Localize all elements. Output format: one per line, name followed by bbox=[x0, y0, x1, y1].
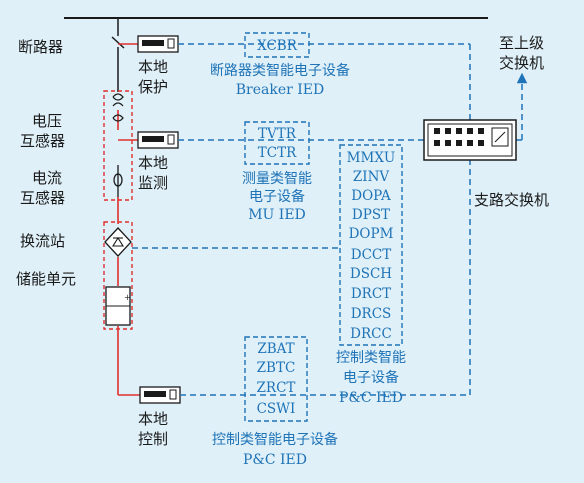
pc-ied-right-box bbox=[339, 144, 403, 346]
breaker-ied-code: XCBR bbox=[257, 38, 298, 54]
breaker-switch bbox=[111, 36, 125, 49]
mu-ied-title-cn-1: 测量类智能 bbox=[242, 171, 312, 187]
pc-ied-code: MMXU bbox=[347, 150, 396, 166]
converter-storage-box bbox=[103, 221, 133, 330]
vt-label-line1: 电压 bbox=[32, 112, 62, 130]
mu-ied-box bbox=[244, 121, 310, 165]
switch-label: 支路交换机 bbox=[474, 191, 549, 209]
pc-ied-bottom-code: CSWI bbox=[257, 401, 296, 417]
monitor-label-line1: 本地 bbox=[138, 154, 168, 172]
upper-switch-label-1: 至上级 bbox=[499, 34, 544, 52]
pc-ied-bottom-code: ZBAT bbox=[257, 341, 294, 357]
pc-ied-code: DOPM bbox=[349, 226, 394, 242]
control-label-line2: 控制 bbox=[138, 430, 168, 448]
vt-symbol bbox=[112, 93, 124, 122]
control-label-line1: 本地 bbox=[138, 410, 168, 428]
storage-label: 储能单元 bbox=[16, 270, 76, 288]
pc-ied-code: DRCT bbox=[351, 286, 391, 302]
red-wiring bbox=[117, 43, 140, 396]
breaker-label: 断路器 bbox=[18, 38, 63, 56]
instrument-transformer-box bbox=[103, 90, 133, 201]
pc-ied-bottom-code: ZRCT bbox=[257, 380, 296, 396]
mu-ied-title-cn-2: 电子设备 bbox=[249, 188, 305, 205]
breaker-ied-title-cn: 断路器类智能电子设备 bbox=[210, 62, 350, 79]
branch-switch-icon bbox=[423, 119, 517, 161]
pc-ied-right-title-cn-2: 电子设备 bbox=[343, 369, 399, 386]
battery-icon: + bbox=[105, 286, 131, 326]
mu-ied-code-1: TVTR bbox=[258, 126, 297, 142]
pc-ied-code: DPST bbox=[352, 207, 390, 223]
ct-label-line1: 电流 bbox=[32, 169, 62, 187]
pc-ied-bottom-title-en: P&C IED bbox=[243, 452, 307, 468]
protection-label-line1: 本地 bbox=[138, 58, 168, 76]
pc-ied-right-title-cn-1: 控制类智能 bbox=[336, 350, 406, 366]
protection-label-line2: 保护 bbox=[138, 78, 168, 96]
converter-label: 换流站 bbox=[20, 232, 65, 250]
protection-device-icon bbox=[137, 35, 179, 53]
monitor-label-line2: 监测 bbox=[138, 174, 168, 192]
pc-ied-right-title-en: P&C IED bbox=[339, 390, 403, 406]
monitor-device-icon bbox=[137, 131, 179, 149]
pc-ied-bottom-code: ZBTC bbox=[257, 360, 296, 376]
converter-icon bbox=[104, 227, 132, 257]
pc-ied-right-codes: MMXU ZINV DOPA DPST DOPM DCCT DSCH DRCT … bbox=[347, 150, 396, 342]
upper-switch-label-2: 交换机 bbox=[499, 54, 544, 72]
pc-ied-code: DCCT bbox=[351, 247, 392, 263]
ct-symbol bbox=[113, 165, 123, 197]
communication-links bbox=[132, 43, 471, 396]
pc-ied-code: DRCS bbox=[351, 306, 392, 322]
control-device-icon bbox=[139, 386, 181, 404]
pc-ied-code: ZINV bbox=[353, 169, 390, 185]
vt-label-line2: 互感器 bbox=[20, 132, 65, 150]
pc-ied-bottom-box bbox=[244, 336, 308, 422]
pc-ied-code: DOPA bbox=[351, 188, 391, 204]
pc-ied-bottom-title-cn: 控制类智能电子设备 bbox=[212, 431, 338, 448]
pc-ied-code: DSCH bbox=[350, 266, 392, 282]
svg-text:+: + bbox=[124, 293, 131, 302]
ct-label-line2: 互感器 bbox=[20, 189, 65, 207]
breaker-ied-box bbox=[244, 32, 310, 58]
mu-ied-code-2: TCTR bbox=[258, 145, 297, 161]
pc-ied-code: DRCC bbox=[350, 326, 392, 342]
mu-ied-title-en: MU IED bbox=[248, 207, 306, 223]
breaker-ied-title-en: Breaker IED bbox=[236, 82, 325, 98]
